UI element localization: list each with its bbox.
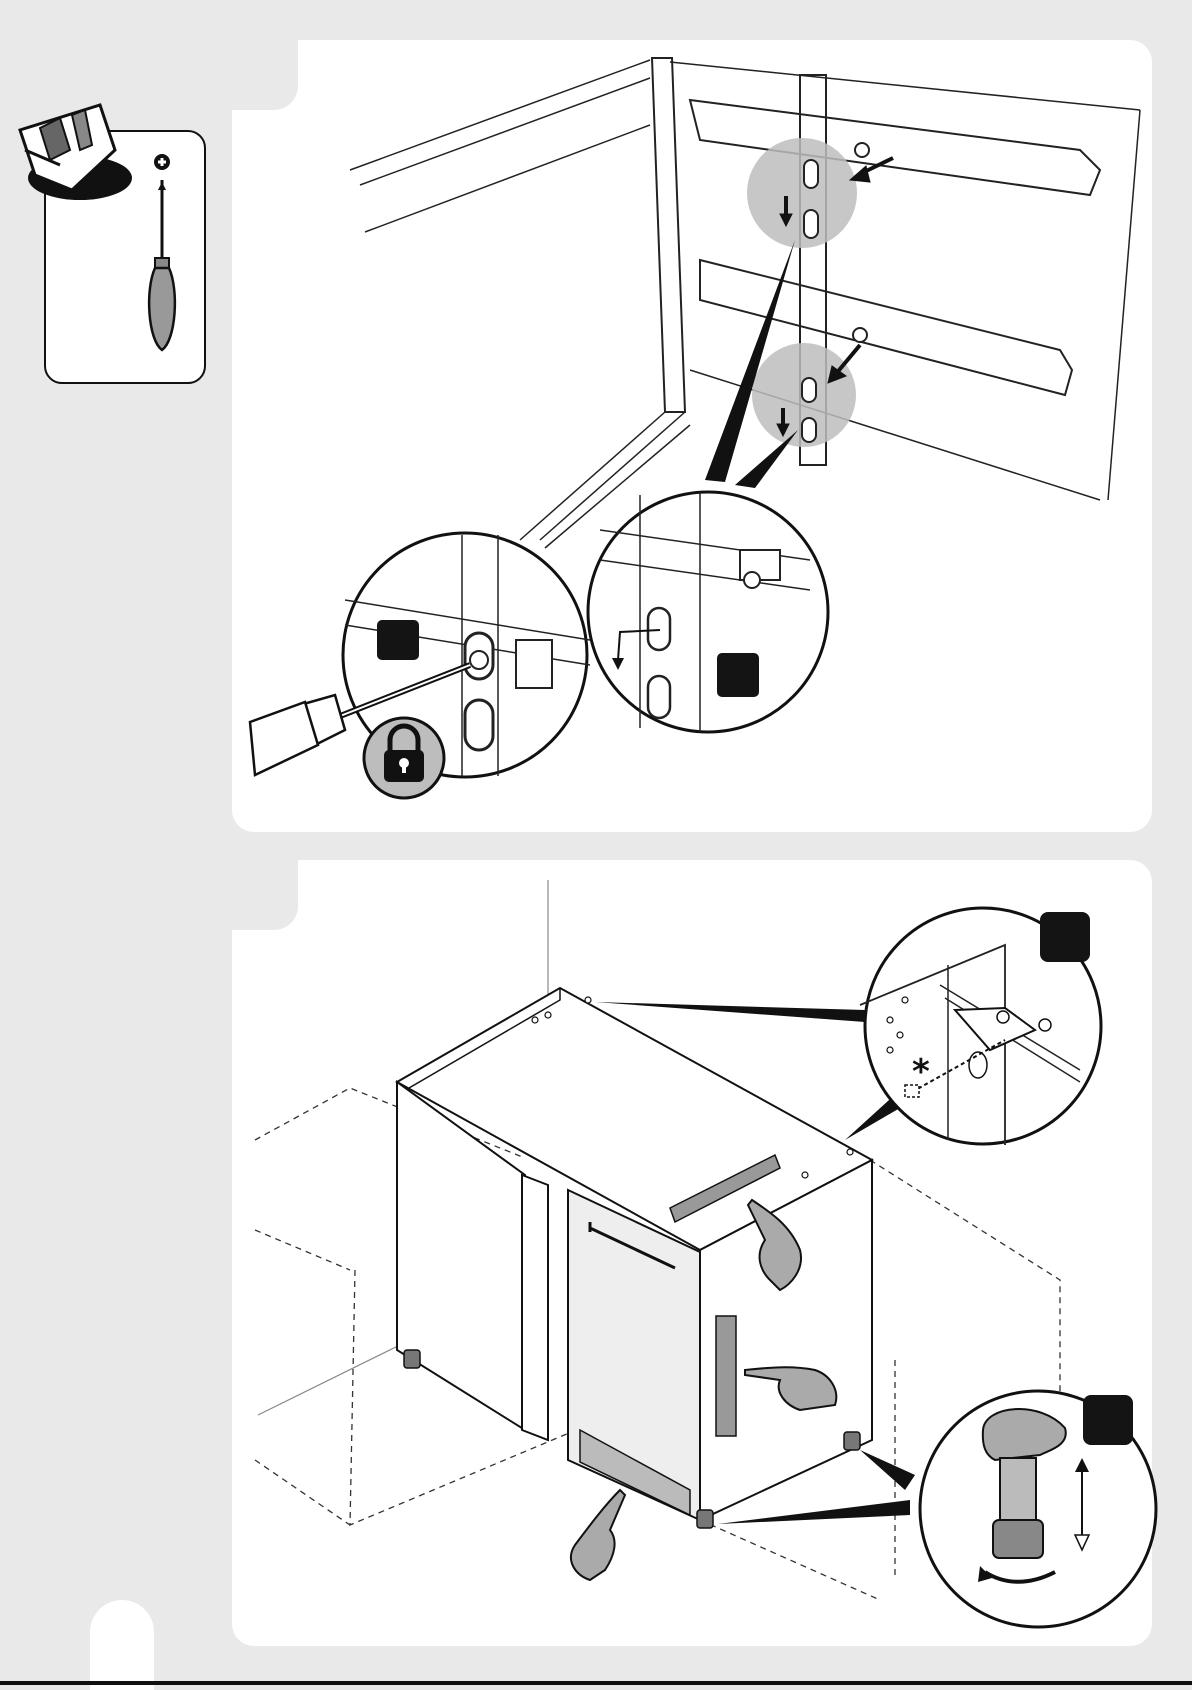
spirit-level-icon bbox=[716, 1316, 736, 1436]
asterisk-note: * bbox=[912, 1052, 930, 1092]
step-marker bbox=[1083, 1395, 1133, 1445]
pointing-hand-icon bbox=[571, 1490, 625, 1580]
step-marker bbox=[1040, 912, 1090, 962]
